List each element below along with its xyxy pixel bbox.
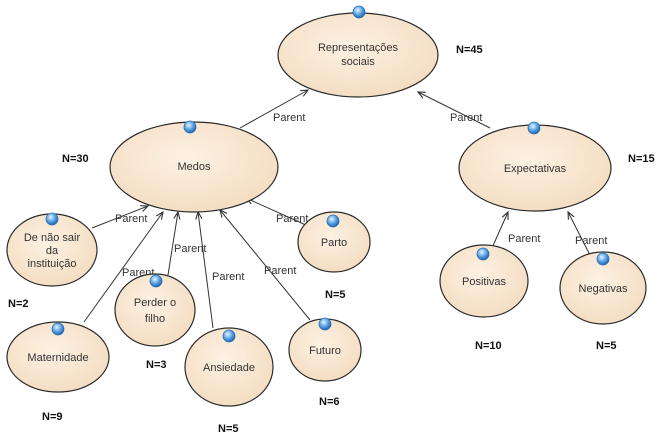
count-maternidade: N=9 [42, 411, 63, 423]
edge-label-positivas-expect: Parent [508, 233, 540, 245]
blue-sphere-icon [352, 5, 366, 19]
edge-parto-medos [246, 198, 309, 227]
count-de-nao-sair-da-instituicao: N=2 [8, 298, 29, 310]
node-maternidade[interactable]: Maternidade [6, 321, 110, 393]
node-representacoes-sociais[interactable]: Representações sociais [277, 5, 439, 98]
blue-sphere-icon [183, 120, 197, 134]
edge-positivas-expect [491, 212, 508, 249]
edge-label-perder-medos: Parent [174, 243, 206, 255]
edge-label-ansiedade-medos: Parent [212, 271, 244, 283]
count-futuro: N=6 [319, 396, 340, 408]
count-medos: N=30 [62, 153, 89, 165]
node-label: Medos [177, 161, 211, 173]
count-perder-o-filho: N=3 [146, 359, 167, 371]
edge-negativas-expect [568, 212, 591, 256]
blue-sphere-icon [476, 247, 490, 261]
blue-sphere-icon [51, 322, 65, 336]
blue-sphere-icon [45, 212, 59, 226]
node-label: Ansiedade [203, 362, 255, 374]
count-negativas: N=5 [596, 340, 617, 352]
edge-label-expect-rep: Parent [450, 112, 482, 124]
node-label: De não sair [24, 232, 81, 244]
edge-maternidade-medos [83, 212, 163, 323]
node-label: Expectativas [504, 163, 567, 175]
node-de-nao-sair-da-instituicao[interactable]: De não sair da instituição [6, 212, 98, 287]
node-label: filho [145, 313, 165, 325]
edge-denao-medos [91, 206, 148, 229]
edge-ansiedade-medos [198, 212, 214, 329]
count-representacoes-sociais: N=45 [456, 44, 483, 56]
node-label: instituição [28, 258, 77, 270]
blue-sphere-icon [527, 121, 541, 135]
edge-label-negativas-expect: Parent [575, 235, 607, 247]
node-label: Futuro [309, 345, 341, 357]
edge-label-futuro-medos: Parent [264, 265, 296, 277]
node-label: Positivas [462, 276, 507, 288]
node-positivas[interactable]: Positivas [439, 244, 529, 318]
count-ansiedade: N=5 [218, 423, 239, 435]
count-parto: N=5 [325, 289, 346, 301]
blue-sphere-icon [326, 214, 340, 228]
node-expectativas[interactable]: Expectativas [458, 121, 612, 212]
edge-expect-rep [418, 92, 491, 129]
node-medos[interactable]: Medos [109, 120, 279, 213]
edge-label-denao-medos: Parent [115, 213, 147, 225]
blue-sphere-icon [596, 252, 610, 266]
edge-label-parto-medos: Parent [276, 213, 308, 225]
node-negativas[interactable]: Negativas [559, 251, 647, 325]
edge-futuro-medos [220, 210, 311, 321]
node-label: Parto [321, 237, 347, 249]
node-label: Maternidade [27, 352, 88, 364]
edge-medos-rep [239, 90, 308, 129]
node-parto[interactable]: Parto [297, 211, 371, 273]
edge-perder-medos [167, 212, 178, 276]
node-perder-o-filho[interactable]: Perder o filho [114, 273, 196, 347]
node-label: da [46, 245, 59, 257]
count-positivas: N=10 [475, 340, 502, 352]
blue-sphere-icon [149, 274, 163, 288]
edge-label-medos-rep: Parent [273, 112, 305, 124]
node-label: Negativas [579, 283, 628, 295]
node-futuro[interactable]: Futuro [288, 317, 362, 382]
blue-sphere-icon [222, 329, 236, 343]
node-label: sociais [341, 56, 375, 68]
node-ansiedade[interactable]: Ansiedade [184, 327, 274, 407]
blue-sphere-icon [318, 317, 332, 331]
edges: Parent Parent Parent Parent Parent Paren… [83, 90, 607, 329]
node-label: Representações [318, 42, 399, 54]
node-label: Perder o [134, 297, 176, 309]
count-expectativas: N=15 [628, 153, 655, 165]
